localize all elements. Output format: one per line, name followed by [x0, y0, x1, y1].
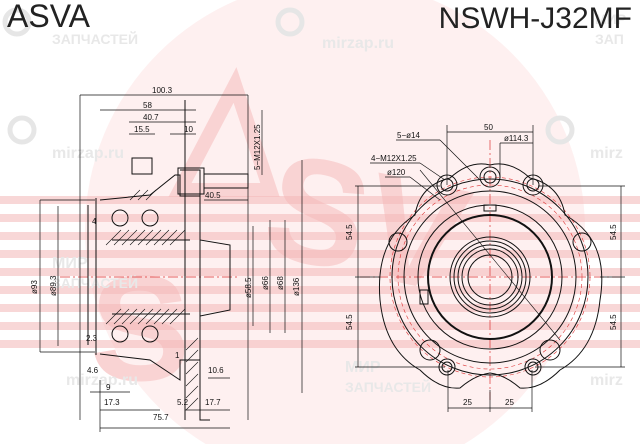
- dim-5-2: 5.2: [177, 398, 189, 407]
- dim-1: 1: [175, 351, 180, 360]
- mirzap-watermarks: ЗАПЧАСТЕЙ mirzap.ru МИР ЗАП mirzap.ru mi…: [2, 7, 626, 395]
- svg-text:ЗАПЧАСТЕЙ: ЗАПЧАСТЕЙ: [52, 30, 138, 47]
- svg-text:ЗАПЧАСТЕЙ: ЗАПЧАСТЕЙ: [52, 274, 138, 291]
- svg-text:mirzap.ru: mirzap.ru: [52, 145, 124, 162]
- dim-dia-68: ø68: [276, 276, 285, 290]
- side-view-dimension-lines: [39, 94, 303, 432]
- dim-58: 58: [143, 101, 152, 110]
- dim-dia-66: ø66: [261, 276, 270, 290]
- dim-54-5-bottom-left: 54.5: [345, 314, 354, 330]
- dim-17-3: 17.3: [104, 398, 120, 407]
- svg-text:МИР: МИР: [595, 11, 626, 27]
- dim-10: 10: [184, 125, 193, 134]
- dim-dia-89-3: ø89.3: [49, 275, 58, 296]
- dim-5-holes: 5−ø14: [397, 131, 420, 140]
- side-view-section: [60, 100, 249, 421]
- dim-54-5-bottom-right: 54.5: [609, 314, 618, 330]
- svg-text:mirz: mirz: [590, 372, 623, 389]
- svg-text:mirzap.ru: mirzap.ru: [322, 35, 394, 52]
- dim-dia-136: ø136: [292, 277, 301, 296]
- dim-40-5: 40.5: [205, 191, 221, 200]
- front-view: [360, 140, 620, 400]
- dim-25-right: 25: [505, 398, 514, 407]
- dim-40-7: 40.7: [143, 113, 159, 122]
- brand-title: ASVA: [7, 0, 90, 34]
- dim-dia-58-5: ø58.5: [244, 277, 253, 298]
- side-view-dimension-labels: 100.3 58 40.7 15.5 10 5−M12X1.25 40.5 ø9…: [30, 86, 301, 422]
- svg-text:МИР: МИР: [345, 359, 381, 376]
- dim-17-7: 17.7: [205, 398, 221, 407]
- dim-2-3: 2.3: [86, 334, 98, 343]
- dim-10-6: 10.6: [208, 366, 224, 375]
- part-number: NSWH-J32MF: [438, 2, 632, 35]
- svg-text:ЗАПЧАСТЕЙ: ЗАПЧАСТЕЙ: [345, 378, 431, 395]
- dim-4: 4: [92, 217, 97, 226]
- dim-54-5-top-left: 54.5: [345, 224, 354, 240]
- dim-54-5-top-right: 54.5: [609, 224, 618, 240]
- dim-dia-93: ø93: [30, 280, 39, 294]
- svg-text:МИР: МИР: [52, 255, 88, 272]
- dim-4-6: 4.6: [87, 366, 99, 375]
- dim-100-3: 100.3: [152, 86, 173, 95]
- stripe-pattern: [0, 196, 640, 348]
- dim-50: 50: [484, 123, 493, 132]
- svg-text:ЗАП: ЗАП: [595, 31, 624, 47]
- svg-text:mirz: mirz: [590, 145, 623, 162]
- svg-text:mirzap.ru: mirzap.ru: [66, 372, 138, 389]
- front-view-dimension-lines: [355, 125, 625, 412]
- dim-75-7: 75.7: [153, 413, 169, 422]
- dim-stud-thread: 5−M12X1.25: [253, 124, 262, 170]
- dim-4-threads: 4−M12X1.25: [371, 154, 417, 163]
- dim-25-left: 25: [463, 398, 472, 407]
- dim-pcd-114-3: ø114.3: [504, 134, 529, 143]
- front-view-dimension-labels: 50 5−ø14 ø114.3 4−M12X1.25 ø120 54.5 54.…: [345, 123, 618, 407]
- dim-9: 9: [106, 383, 111, 392]
- dim-15-5: 15.5: [134, 125, 150, 134]
- dim-dia-120: ø120: [387, 168, 406, 177]
